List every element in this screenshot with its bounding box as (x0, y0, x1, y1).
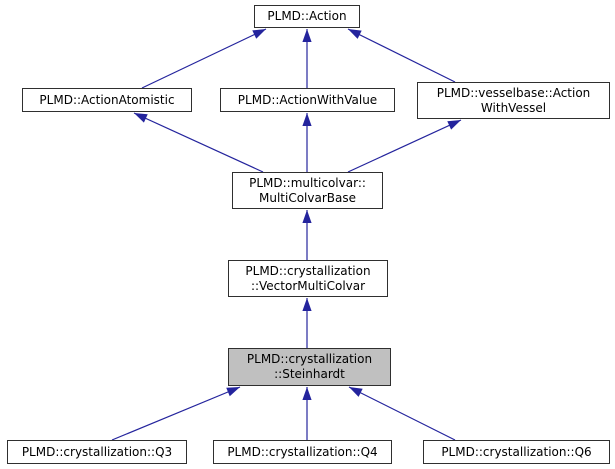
edge-q6-to-steinhardt (348, 386, 456, 441)
node-plmd-actionatomistic[interactable]: PLMD::ActionAtomistic (22, 88, 192, 112)
edge-atomistic-to-action (141, 28, 267, 89)
node-plmd-actionwithvalue[interactable]: PLMD::ActionWithValue (220, 88, 395, 112)
edge-multicolvarbase-to-withvessel (347, 119, 462, 173)
node-label-line2: ::VectorMultiColvar (250, 278, 366, 293)
node-label-line2: WithVessel (480, 100, 547, 115)
node-label-line1: PLMD::crystallization (245, 263, 371, 278)
node-plmd-crystallization-vectormulticolvar[interactable]: PLMD::crystallization ::VectorMultiColva… (228, 260, 388, 297)
node-label: PLMD::crystallization::Q3 (21, 444, 173, 459)
edge-q3-to-steinhardt (111, 386, 241, 441)
node-label: PLMD::crystallization::Q4 (227, 444, 378, 459)
node-plmd-vesselbase-actionwithvessel[interactable]: PLMD::vesselbase::Action WithVessel (417, 82, 610, 119)
node-label-line1: PLMD::vesselbase::Action (436, 85, 591, 100)
node-plmd-action[interactable]: PLMD::Action (254, 5, 360, 28)
node-label-line2: ::Steinhardt (274, 367, 345, 381)
node-plmd-multicolvar-multicolvarbase[interactable]: PLMD::multicolvar:: MultiColvarBase (232, 172, 383, 209)
node-label: PLMD::ActionWithValue (237, 92, 378, 107)
node-label-line1: PLMD::multicolvar:: (249, 175, 366, 190)
edge-multicolvarbase-to-atomistic (133, 112, 264, 173)
node-label-line2: MultiColvarBase (259, 190, 356, 205)
node-plmd-crystallization-steinhardt-current: PLMD::crystallization ::Steinhardt (228, 348, 391, 386)
node-plmd-crystallization-q4[interactable]: PLMD::crystallization::Q4 (213, 440, 392, 464)
node-label: PLMD::crystallization::Q6 (441, 444, 592, 459)
node-plmd-crystallization-q6[interactable]: PLMD::crystallization::Q6 (423, 440, 610, 464)
node-label: PLMD::Action (267, 9, 347, 23)
node-label: PLMD::ActionAtomistic (39, 92, 175, 107)
node-plmd-crystallization-q3[interactable]: PLMD::crystallization::Q3 (7, 440, 187, 464)
node-label-line1: PLMD::crystallization (246, 352, 373, 366)
edge-withvessel-to-action (347, 28, 456, 83)
